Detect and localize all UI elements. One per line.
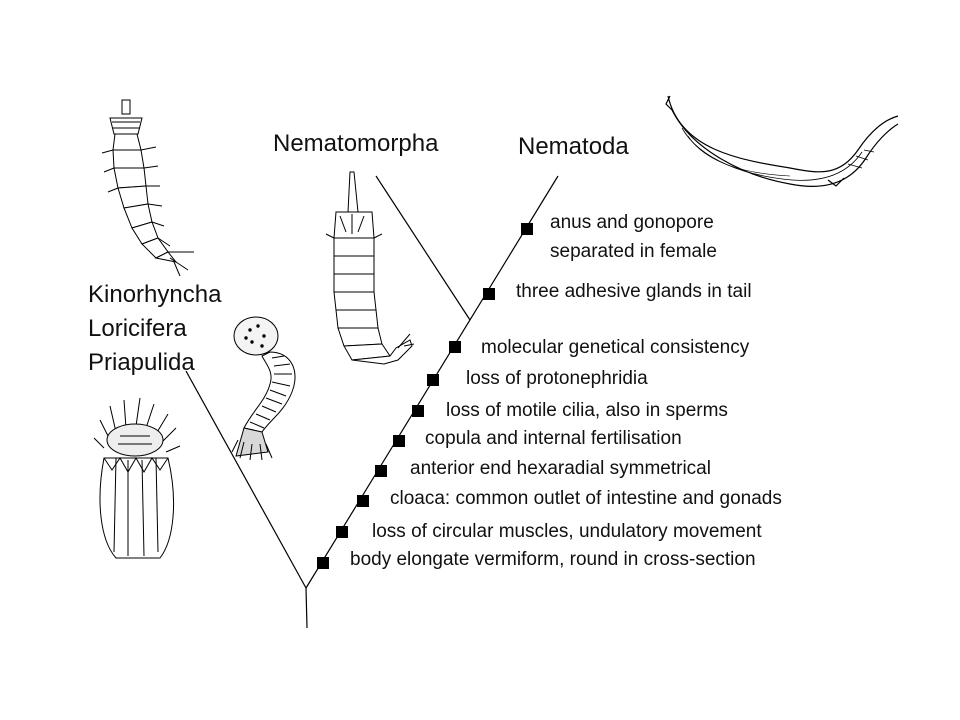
character-label-multiline: anus and gonopore separated in female [550,208,717,266]
nematomorpha-branch [375,175,471,321]
taxon-nematoda: Nematoda [518,133,629,160]
character-label: loss of circular muscles, undulatory mov… [372,521,762,542]
character-marker [375,465,387,477]
priapulid-drawing [93,397,181,559]
character-marker [449,341,461,353]
character-marker [427,374,439,386]
character-label-line: separated in female [550,241,717,262]
taxon-priapulida: Priapulida [88,349,195,376]
character-label: body elongate vermiform, round in cross-… [350,549,756,570]
character-label: cloaca: common outlet of intestine and g… [390,488,782,509]
character-marker [521,223,533,235]
character-marker [357,495,369,507]
nematomorph-drawing [325,171,415,365]
outgroup-taxa: Kinorhyncha Loricifera Priapulida [88,278,221,380]
character-label: three adhesive glands in tail [516,281,752,302]
character-label: copula and internal fertilisation [425,428,682,449]
taxon-nematomorpha: Nematomorpha [273,130,439,157]
taxon-loricifera: Loricifera [88,315,187,342]
character-markers [317,223,533,569]
root-branch [305,587,308,629]
character-label-line: anus and gonopore [550,212,714,233]
character-label: loss of motile cilia, also in sperms [446,400,728,421]
taxon-kinorhyncha: Kinorhyncha [88,281,222,308]
character-marker [483,288,495,300]
character-label: loss of protonephridia [466,368,648,389]
nematode-drawing [665,95,899,187]
character-label: molecular genetical consistency [481,337,750,358]
outgroup-branch [185,370,307,589]
character-marker [336,526,348,538]
loriciferan-drawing [231,316,296,461]
character-marker [393,435,405,447]
character-marker [317,557,329,569]
character-marker [412,405,424,417]
character-label: anterior end hexaradial symmetrical [410,458,711,479]
kinorhynch-drawing [101,99,194,277]
